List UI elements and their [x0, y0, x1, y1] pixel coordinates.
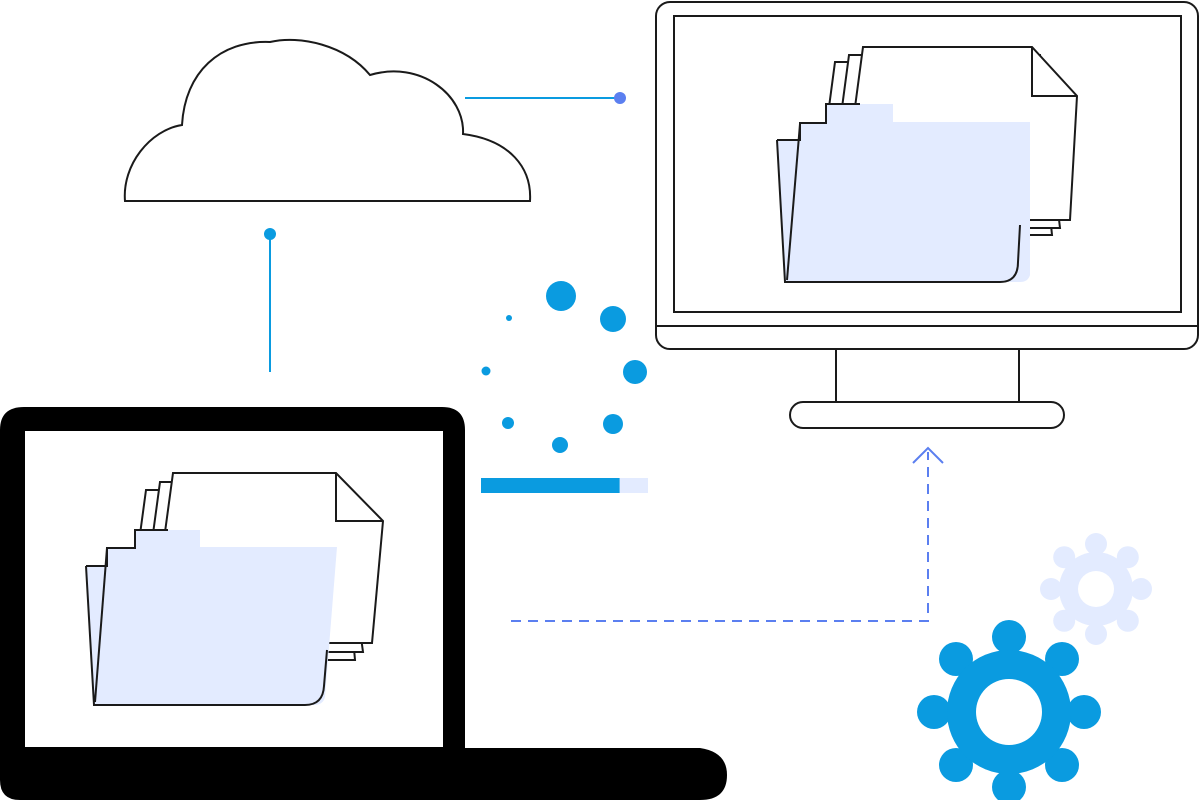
gear-tooth: [1053, 609, 1076, 632]
gear-icon: [917, 620, 1101, 800]
gear-tooth: [1067, 695, 1101, 729]
connector-dot: [614, 92, 626, 104]
gear-hole: [976, 679, 1042, 745]
gear-tooth: [992, 620, 1026, 654]
cloud-monitor-connector: [465, 92, 626, 104]
gear-tooth: [939, 642, 973, 676]
gear-tooth: [917, 695, 951, 729]
gear-tooth: [1085, 623, 1107, 645]
gear-tooth: [1053, 546, 1076, 569]
gear-tooth: [1045, 642, 1079, 676]
gear-tooth: [1040, 578, 1062, 600]
folder-icon: [776, 46, 1079, 283]
progress-bar: [481, 478, 648, 493]
gear-tooth: [1116, 546, 1139, 569]
cloud-laptop-connector: [264, 228, 276, 372]
gear-tooth: [1116, 609, 1139, 632]
gear-tooth: [1130, 578, 1152, 600]
gear-icon: [1040, 533, 1152, 645]
arrow-up-icon: [912, 446, 944, 464]
gear-tooth: [1045, 748, 1079, 782]
gear-tooth: [939, 748, 973, 782]
gear-hole: [1078, 571, 1114, 607]
loading-spinner-icon: [481, 281, 647, 453]
gear-tooth: [992, 770, 1026, 800]
cloud-icon: [123, 38, 532, 202]
transfer-arrow: [511, 446, 944, 622]
gear-tooth: [1085, 533, 1107, 555]
folder-icon: [85, 472, 385, 706]
progress-fill: [481, 478, 620, 493]
